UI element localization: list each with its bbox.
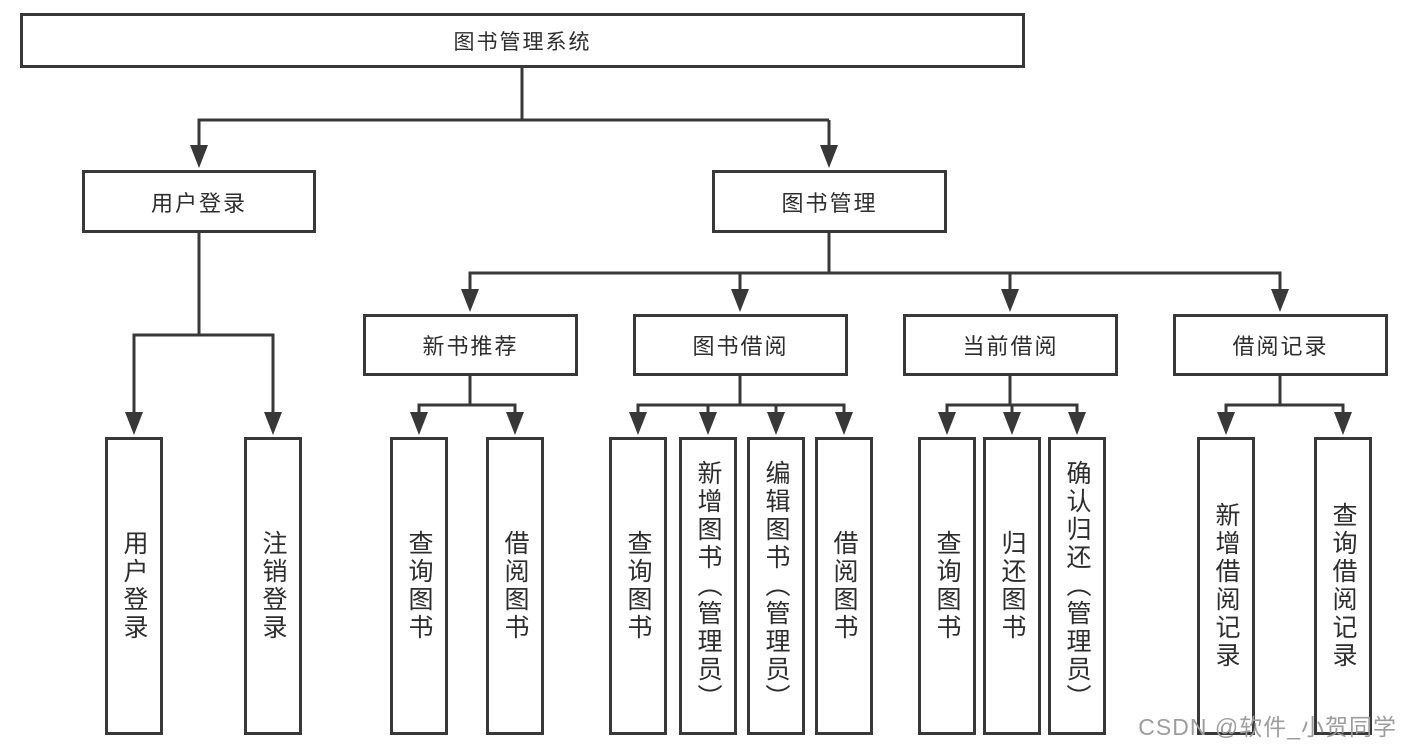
arrow-down-icon xyxy=(1068,412,1086,435)
arrow-down-icon xyxy=(1217,412,1235,435)
leaf-query-books-1: 查询图书 xyxy=(390,437,448,735)
leaf-edit-books-admin: 编辑图书（管理员） xyxy=(747,437,805,735)
arrow-down-icon xyxy=(506,412,524,435)
connector-records-to-leaves xyxy=(1224,374,1345,414)
arrow-down-icon xyxy=(699,412,717,435)
leaf-query-books-3: 查询图书 xyxy=(918,437,976,735)
arrow-down-icon xyxy=(190,145,208,168)
arrow-down-icon xyxy=(410,412,428,435)
leaf-confirm-return-admin: 确认归还（管理员） xyxy=(1048,437,1106,735)
arrow-down-icon xyxy=(125,412,143,435)
leaf-return-books: 归还图书 xyxy=(983,437,1041,735)
connector-login-to-leaves xyxy=(132,231,275,416)
node-root-system: 图书管理系统 xyxy=(20,13,1025,68)
arrow-down-icon xyxy=(1334,412,1352,435)
arrow-down-icon xyxy=(820,145,838,168)
connector-newbook-to-leaves xyxy=(417,374,517,414)
arrow-down-icon xyxy=(938,412,956,435)
node-borrow-records: 借阅记录 xyxy=(1173,314,1388,376)
arrow-down-icon xyxy=(629,412,647,435)
csdn-watermark: CSDN @软件_小贺同学 xyxy=(1138,714,1397,740)
node-book-borrow: 图书借阅 xyxy=(633,314,848,376)
leaf-logout: 注销登录 xyxy=(244,437,302,735)
leaf-query-books-2: 查询图书 xyxy=(609,437,667,735)
arrow-down-icon xyxy=(1001,289,1019,312)
leaf-user-login: 用户登录 xyxy=(105,437,163,735)
leaf-borrow-books-1: 借阅图书 xyxy=(486,437,544,735)
connector-root-to-level2 xyxy=(197,66,831,150)
connector-borrow-to-leaves xyxy=(636,374,846,414)
leaf-query-borrow-record: 查询借阅记录 xyxy=(1314,437,1372,735)
node-new-book-recommend: 新书推荐 xyxy=(363,314,578,376)
arrow-down-icon xyxy=(1271,289,1289,312)
leaf-borrow-books-2: 借阅图书 xyxy=(815,437,873,735)
arrow-down-icon xyxy=(835,412,853,435)
node-book-management: 图书管理 xyxy=(712,170,947,233)
connector-management-to-level3 xyxy=(468,231,1282,293)
arrow-down-icon xyxy=(264,412,282,435)
arrow-down-icon xyxy=(461,289,479,312)
leaf-add-borrow-record: 新增借阅记录 xyxy=(1197,437,1255,735)
arrow-down-icon xyxy=(767,412,785,435)
node-user-login: 用户登录 xyxy=(82,170,316,233)
leaf-add-books-admin: 新增图书（管理员） xyxy=(679,437,737,735)
connector-current-to-leaves xyxy=(945,374,1079,414)
arrow-down-icon xyxy=(1003,412,1021,435)
arrow-down-icon xyxy=(731,289,749,312)
node-current-borrow: 当前借阅 xyxy=(903,314,1118,376)
